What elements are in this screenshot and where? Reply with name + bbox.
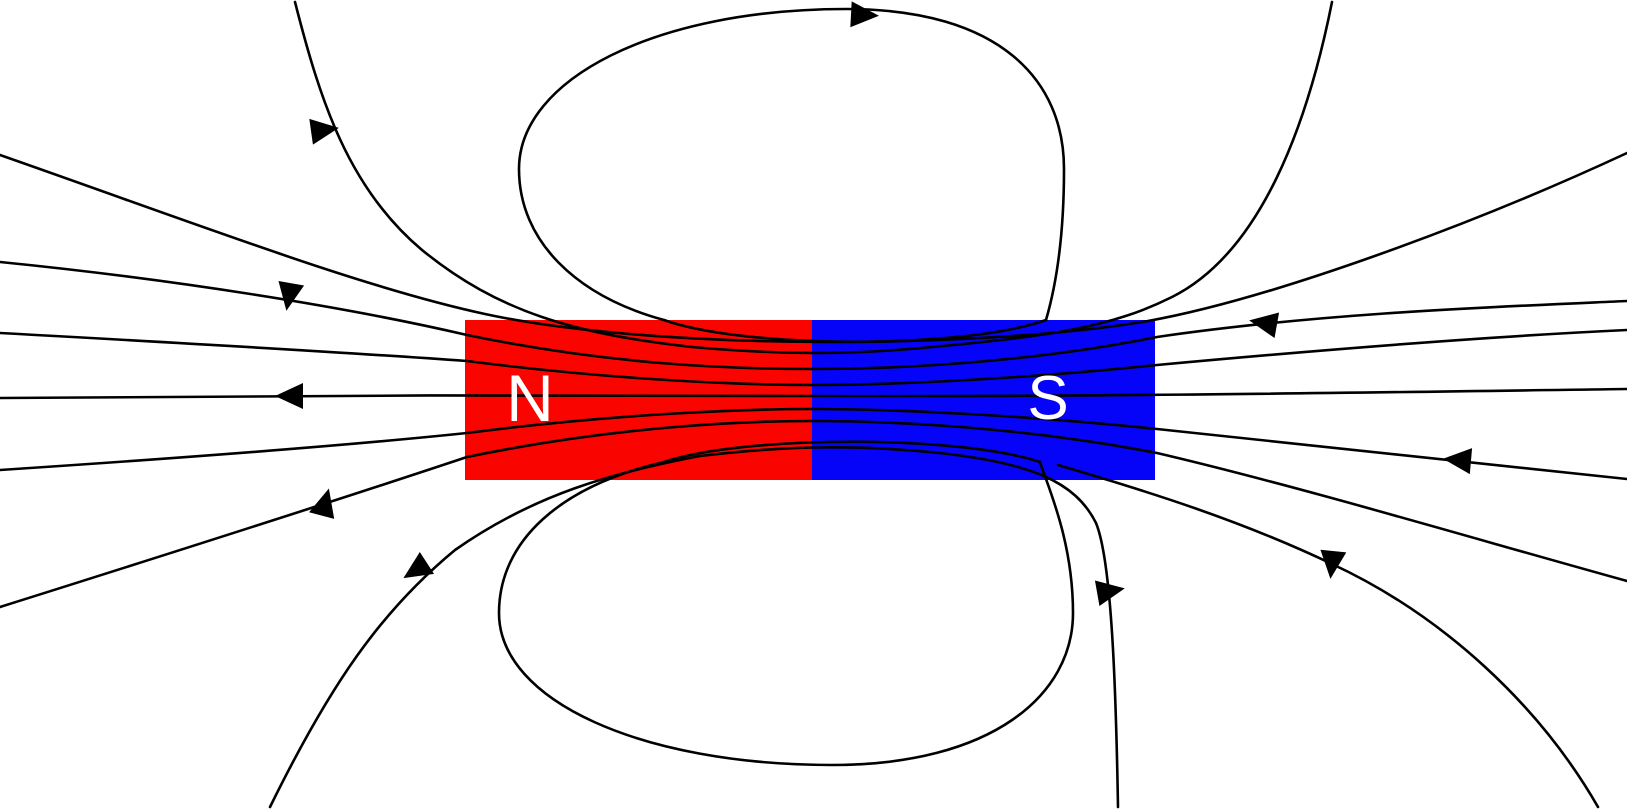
field-line-top-oval-loop [517,7,1066,322]
south-pole-label: S [1027,364,1068,433]
south-pole-block [812,320,1155,480]
field-line-mid-lower-strand [0,407,1627,481]
north-pole-label: N [506,361,554,435]
arrow-left-center [275,383,303,409]
field-line-bottom-right-descender [1056,463,1600,809]
arrow-left-lower [309,488,335,519]
field-line-lower-strand [0,419,1627,609]
arrow-bottom-right [1320,549,1347,579]
arrow-right-upper [1249,312,1280,339]
arrow-bottom-steep [1094,580,1125,607]
field-line-bottom-oval-loop [497,460,1075,767]
field-line-steep-top-strand [293,0,1334,355]
field-line-bottom-oval-through [662,440,1042,464]
arrow-upper-left [309,118,339,145]
field-line-mid-upper-strand [0,328,1627,387]
field-line-center-strand [0,387,1627,400]
field-line-steep-bottom-strand [268,446,1120,809]
field-line-top-oval-through [662,318,1048,344]
field-line-upper-strand [0,260,1627,371]
arrow-top-center [850,1,879,28]
field-arrows-layer [275,1,1473,607]
arrow-left-2 [278,280,305,311]
arrow-right-lower [1443,448,1473,475]
arrow-bottom-left [403,552,434,579]
